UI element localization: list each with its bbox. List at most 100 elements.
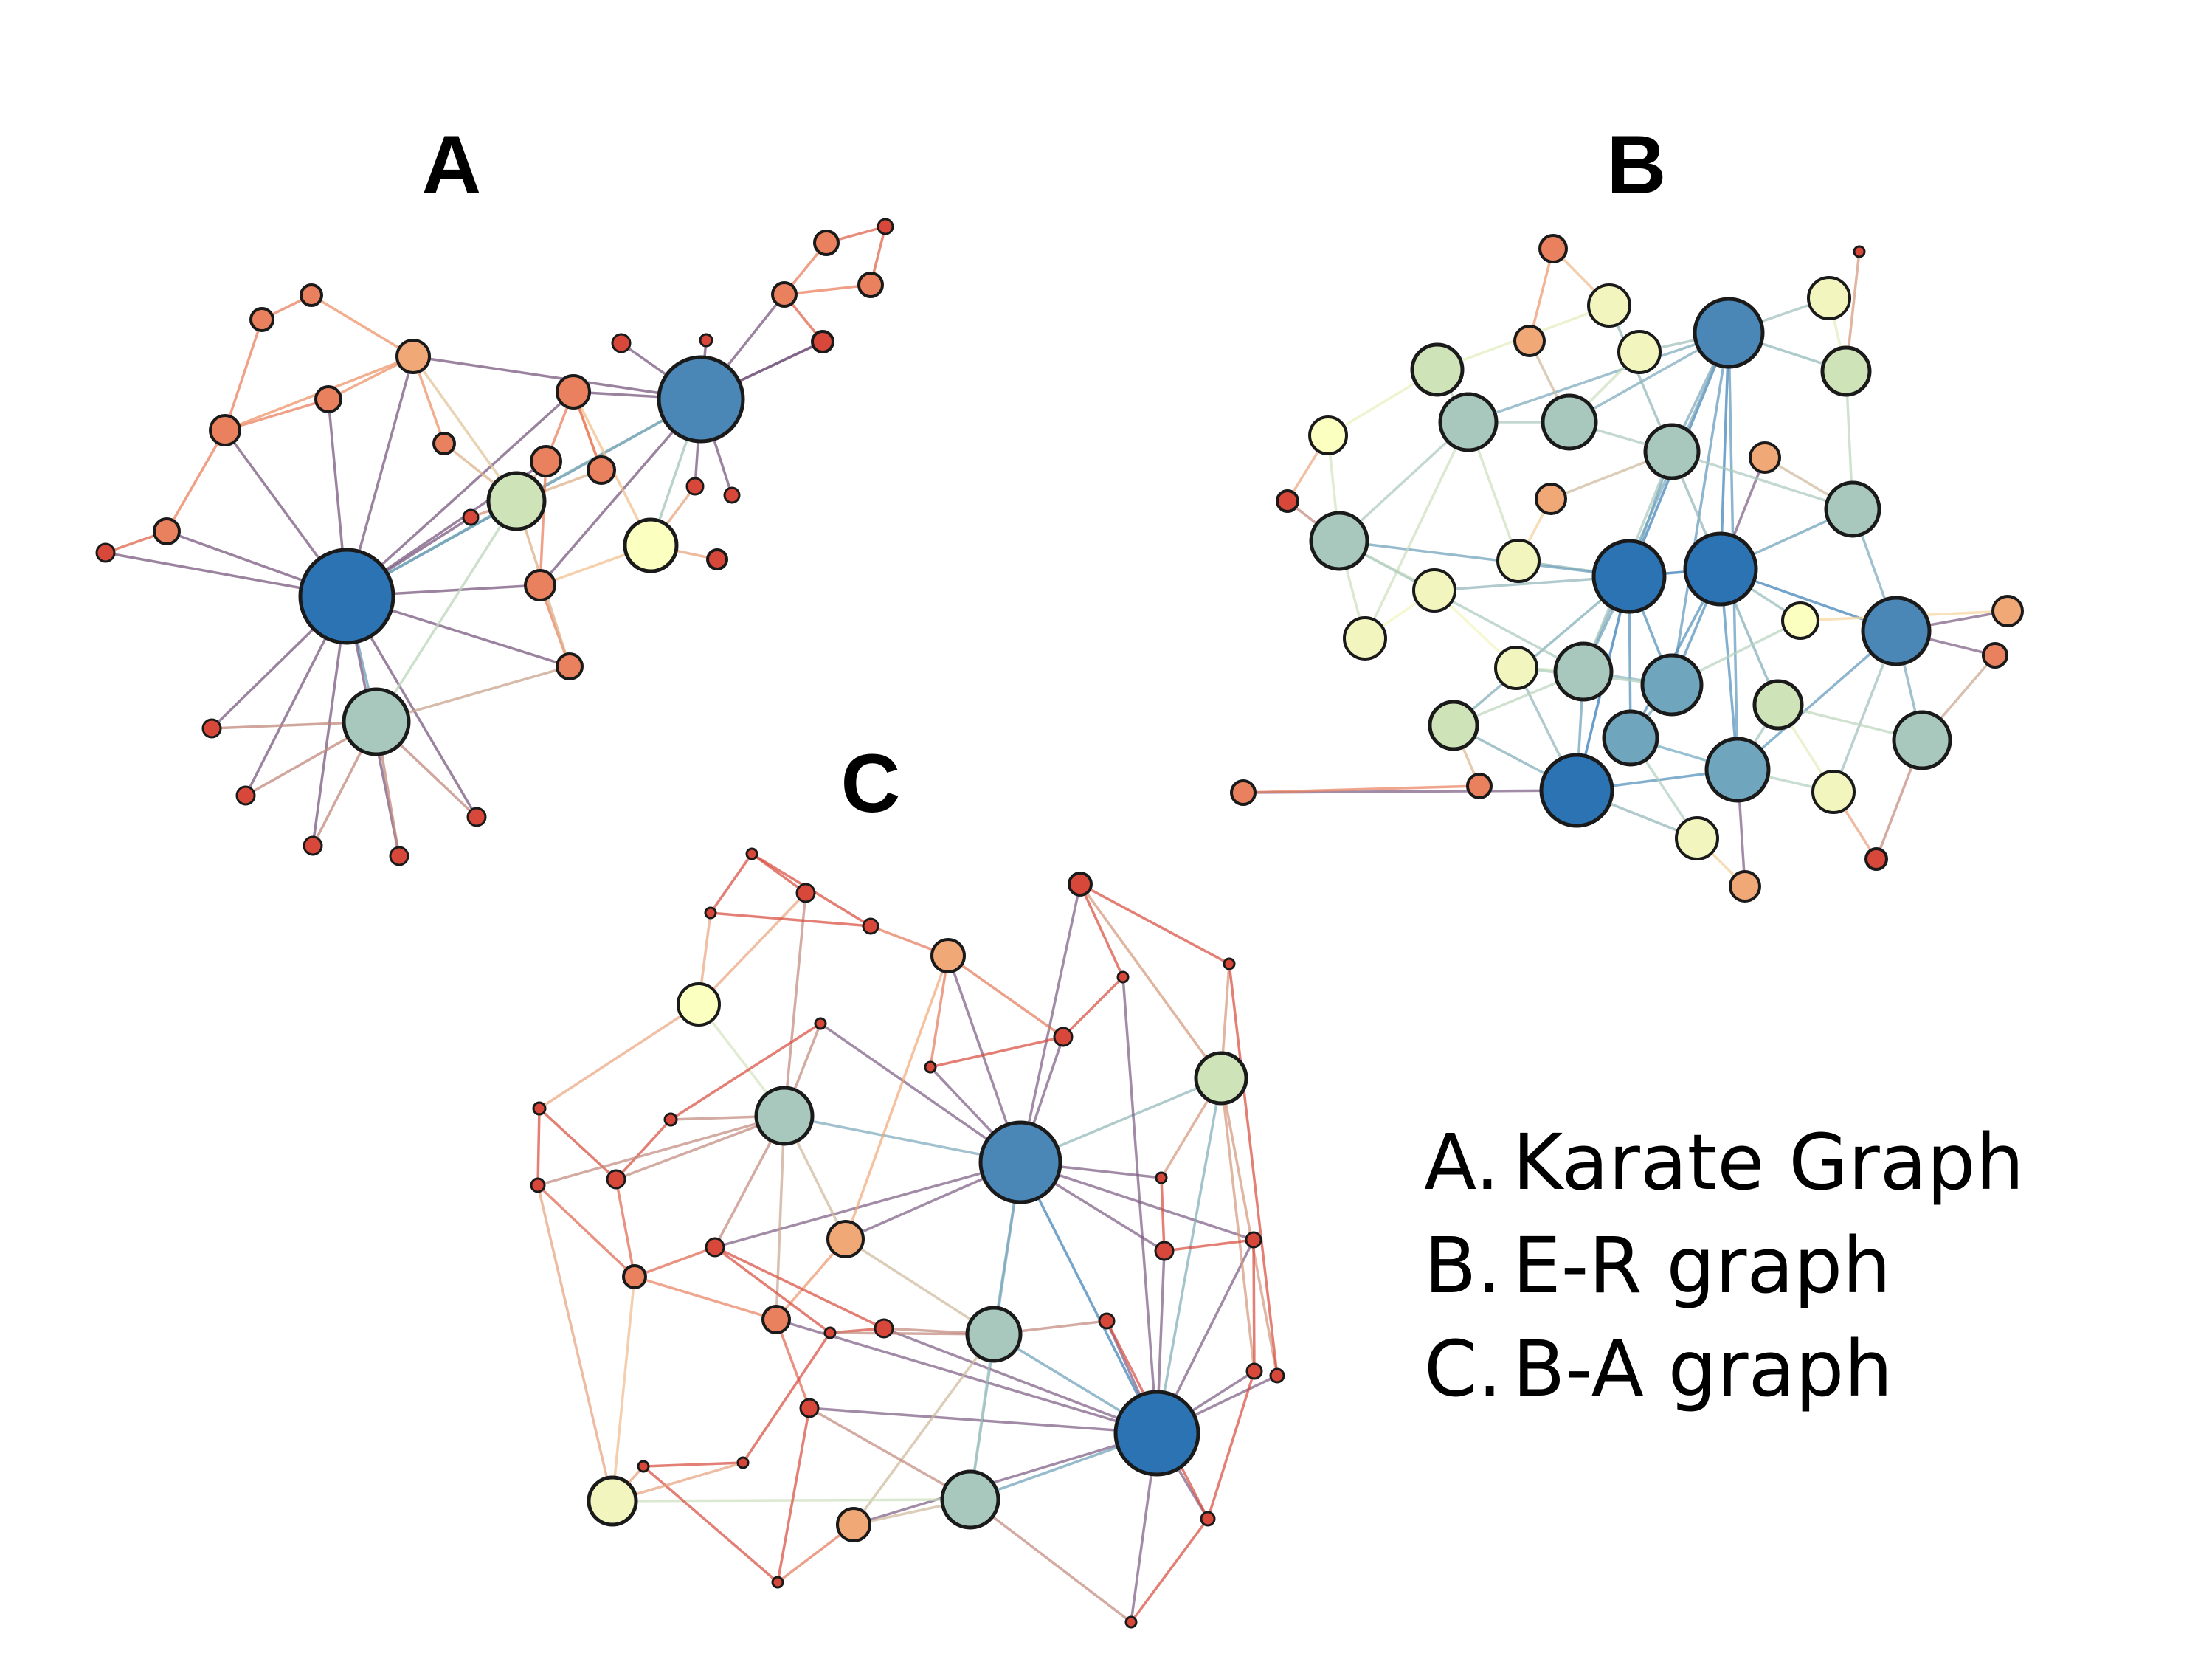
graph-edge (883, 1327, 1158, 1435)
graph-edge (537, 1114, 785, 1187)
graph-node (587, 1475, 638, 1527)
graph-edge (1719, 332, 1730, 570)
legend-letter: B. (1424, 1221, 1501, 1311)
graph-edge (845, 1238, 995, 1336)
graph-node (1541, 393, 1598, 451)
graph-node (530, 445, 562, 477)
graph-edge (311, 294, 414, 358)
graph-node (836, 1507, 871, 1542)
graph-node (826, 1220, 865, 1258)
graph-node (1675, 816, 1719, 860)
graph-node (1602, 709, 1659, 767)
graph-edge (1338, 539, 1584, 673)
graph-node (1617, 330, 1662, 374)
er-graph-nodes (1230, 234, 2024, 903)
graph-node (1861, 596, 1932, 666)
graph-node (1591, 539, 1667, 614)
graph-edge (634, 1246, 716, 1278)
graph-node (209, 414, 241, 446)
graph-node (811, 330, 834, 353)
graph-node (1154, 1241, 1175, 1261)
graph-edge (714, 1246, 885, 1330)
graph-edge (1121, 976, 1158, 1434)
graph-edge (165, 430, 227, 532)
er-graph (1230, 234, 2024, 903)
graph-edge (538, 1107, 618, 1181)
graph-edge (929, 955, 950, 1068)
graph-node (965, 1306, 1023, 1363)
graph-edge (1671, 450, 1853, 511)
graph-edge (1364, 421, 1470, 639)
graph-edge (1220, 1077, 1279, 1376)
graph-node (1494, 646, 1538, 690)
graph-edge (224, 319, 263, 431)
graph-node (1643, 423, 1701, 480)
graph-node (795, 883, 816, 903)
graph-node (1113, 1390, 1200, 1477)
graph-node (723, 486, 741, 504)
graph-node (1704, 737, 1771, 803)
graph-node (1864, 847, 1888, 871)
graph-edge (539, 1003, 699, 1110)
graph-node (1892, 710, 1952, 770)
graph-node (657, 355, 745, 444)
graph-node (1098, 1312, 1116, 1330)
graph-edge (1242, 784, 1480, 794)
graph-edge (1019, 883, 1082, 1163)
graph-node (524, 569, 556, 601)
graph-node (587, 455, 616, 485)
graph-node (857, 272, 884, 298)
graph-edge (784, 283, 871, 296)
graph-node (1853, 245, 1866, 258)
panel-label-a: A (422, 119, 482, 211)
graph-node (978, 1120, 1062, 1204)
graph-edge (345, 390, 575, 598)
graph-edge (615, 1179, 636, 1277)
graph-node (877, 218, 894, 235)
graph-edge (1062, 976, 1124, 1038)
graph-node (754, 1086, 815, 1146)
graph-node (1539, 753, 1614, 828)
graph-edge (930, 1035, 1064, 1069)
graph-node (1535, 483, 1567, 515)
ba-graph (530, 847, 1285, 1629)
graph-node (685, 477, 705, 496)
graph-node (1428, 700, 1479, 751)
graph-node (814, 1017, 827, 1030)
ba-graph-edges (536, 852, 1279, 1624)
legend-text: B-A graph (1513, 1324, 1893, 1414)
graph-node (1982, 642, 2008, 669)
legend: A. Karate Graph B. E-R graph C. B-A grap… (1424, 1111, 2024, 1421)
graph-edge (1468, 331, 1729, 424)
graph-node (1991, 595, 2024, 627)
graph-node (771, 1576, 784, 1589)
graph-node (1200, 1511, 1216, 1527)
graph-node (389, 846, 409, 866)
graph-node (300, 283, 323, 307)
graph-node (736, 1456, 750, 1469)
graph-node (1496, 539, 1541, 583)
graph-edge (611, 1276, 636, 1502)
graph-edge (1206, 1370, 1256, 1520)
graph-node (249, 307, 274, 332)
graph-node (153, 517, 181, 545)
graph-edge (713, 1246, 832, 1334)
graph-node (1729, 870, 1761, 903)
graph-node (1116, 970, 1130, 984)
graph-edge (1155, 1077, 1223, 1434)
graph-node (1230, 779, 1257, 806)
graph-edge (1130, 1517, 1209, 1624)
graph-node (1587, 283, 1631, 328)
graph-edge (539, 461, 547, 586)
graph-node (761, 1305, 791, 1334)
graph-edge (809, 1407, 1158, 1435)
graph-node (298, 548, 395, 645)
graph-node (1155, 1171, 1168, 1184)
graph-node (556, 652, 584, 680)
graph-node (1820, 345, 1872, 397)
karate-graph-nodes (95, 218, 894, 866)
graph-node (1194, 1051, 1248, 1106)
graph-node (677, 982, 721, 1027)
graph-node (1269, 1367, 1285, 1384)
